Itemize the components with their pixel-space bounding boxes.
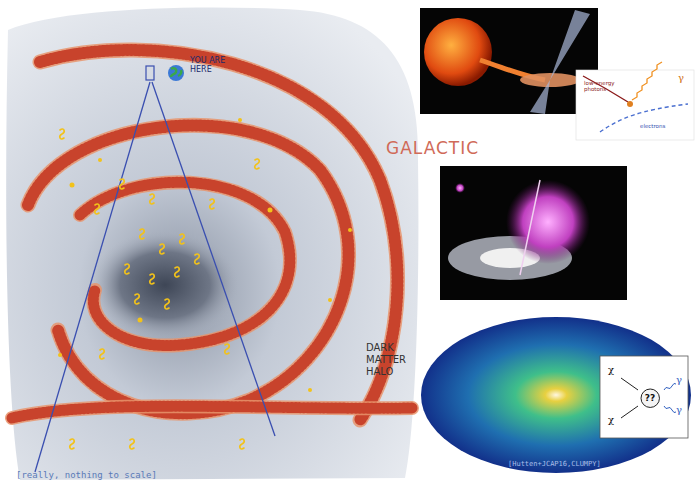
particle-symbol: χ <box>608 414 614 426</box>
interaction-vertex: ?? <box>640 388 660 408</box>
vertex-label: ?? <box>645 393 655 403</box>
particle-symbol: γ <box>676 404 682 416</box>
location-note: YOU ARE HERE <box>190 57 226 75</box>
citation: [Hutten+JCAP16,CLUMPY] <box>508 460 601 468</box>
particle-symbol: γ <box>676 374 682 386</box>
particle-label: electrons <box>640 123 665 129</box>
region-label: GALACTIC <box>386 139 479 159</box>
particle-symbol: γ <box>678 72 684 84</box>
scale-note: [really, nothing to scale] <box>16 470 157 480</box>
particle-label: low-energy photons <box>584 80 628 92</box>
particle-symbol: χ <box>608 364 614 376</box>
region-label: DARK MATTER HALO <box>366 342 424 378</box>
